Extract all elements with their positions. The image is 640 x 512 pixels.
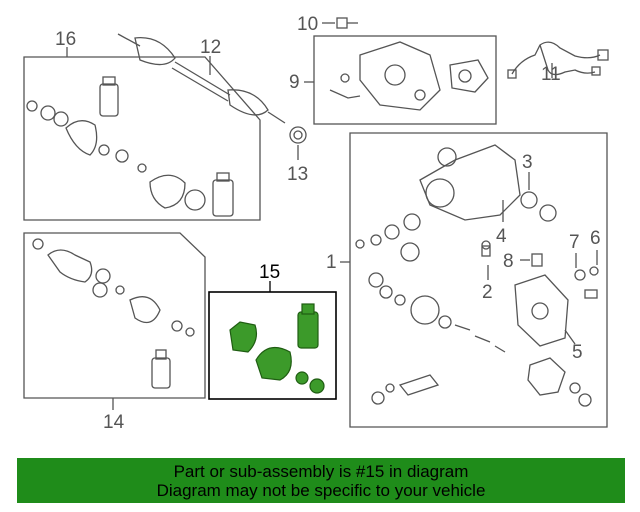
callout-11[interactable]: 11 <box>541 64 561 85</box>
outer-boot <box>229 321 258 353</box>
callout-1[interactable]: 1 <box>326 252 337 273</box>
callout-7[interactable]: 7 <box>569 232 580 253</box>
callout-4[interactable]: 4 <box>496 226 507 247</box>
callout-14[interactable]: 14 <box>103 412 125 433</box>
wire-harness-11 <box>507 41 609 79</box>
parts-diagram: 16 12 13 10 9 <box>23 14 609 433</box>
boot-kit-16-parts <box>26 76 234 217</box>
panel-14-outline <box>23 232 206 399</box>
nut-13 <box>289 126 307 160</box>
callout-3[interactable]: 3 <box>522 152 533 173</box>
differential-1-parts <box>355 144 599 407</box>
boot-kit-14-parts <box>32 238 195 389</box>
callout-15[interactable]: 15 <box>259 262 280 283</box>
callout-16[interactable]: 16 <box>55 29 76 50</box>
callout-12[interactable]: 12 <box>200 37 221 58</box>
bolt-10 <box>336 17 358 29</box>
callout-10[interactable]: 10 <box>297 14 318 35</box>
banner-line-1: Part or sub-assembly is #15 in diagram <box>173 462 469 481</box>
info-banner: Part or sub-assembly is #15 in diagram D… <box>17 458 625 503</box>
callout-13[interactable]: 13 <box>287 164 308 185</box>
boot-kit-15-parts <box>229 303 325 394</box>
diff-mount-9-parts <box>329 41 489 111</box>
panel-15-outline <box>208 291 337 400</box>
callout-8[interactable]: 8 <box>503 251 514 272</box>
axle-shaft-12 <box>117 33 286 124</box>
grease-cap <box>301 303 315 315</box>
callout-2[interactable]: 2 <box>482 282 493 303</box>
panel-9-outline <box>313 35 497 125</box>
panel-16-outline <box>23 56 261 221</box>
banner-line-2: Diagram may not be specific to your vehi… <box>156 481 486 500</box>
callout-5[interactable]: 5 <box>572 342 583 363</box>
grease-tube <box>297 311 319 349</box>
callout-9[interactable]: 9 <box>289 72 300 93</box>
clamp-large <box>309 378 325 394</box>
inner-boot <box>255 346 292 381</box>
clamp-small <box>295 371 309 385</box>
panel-1-outline <box>349 132 608 428</box>
callout-6[interactable]: 6 <box>590 228 601 249</box>
